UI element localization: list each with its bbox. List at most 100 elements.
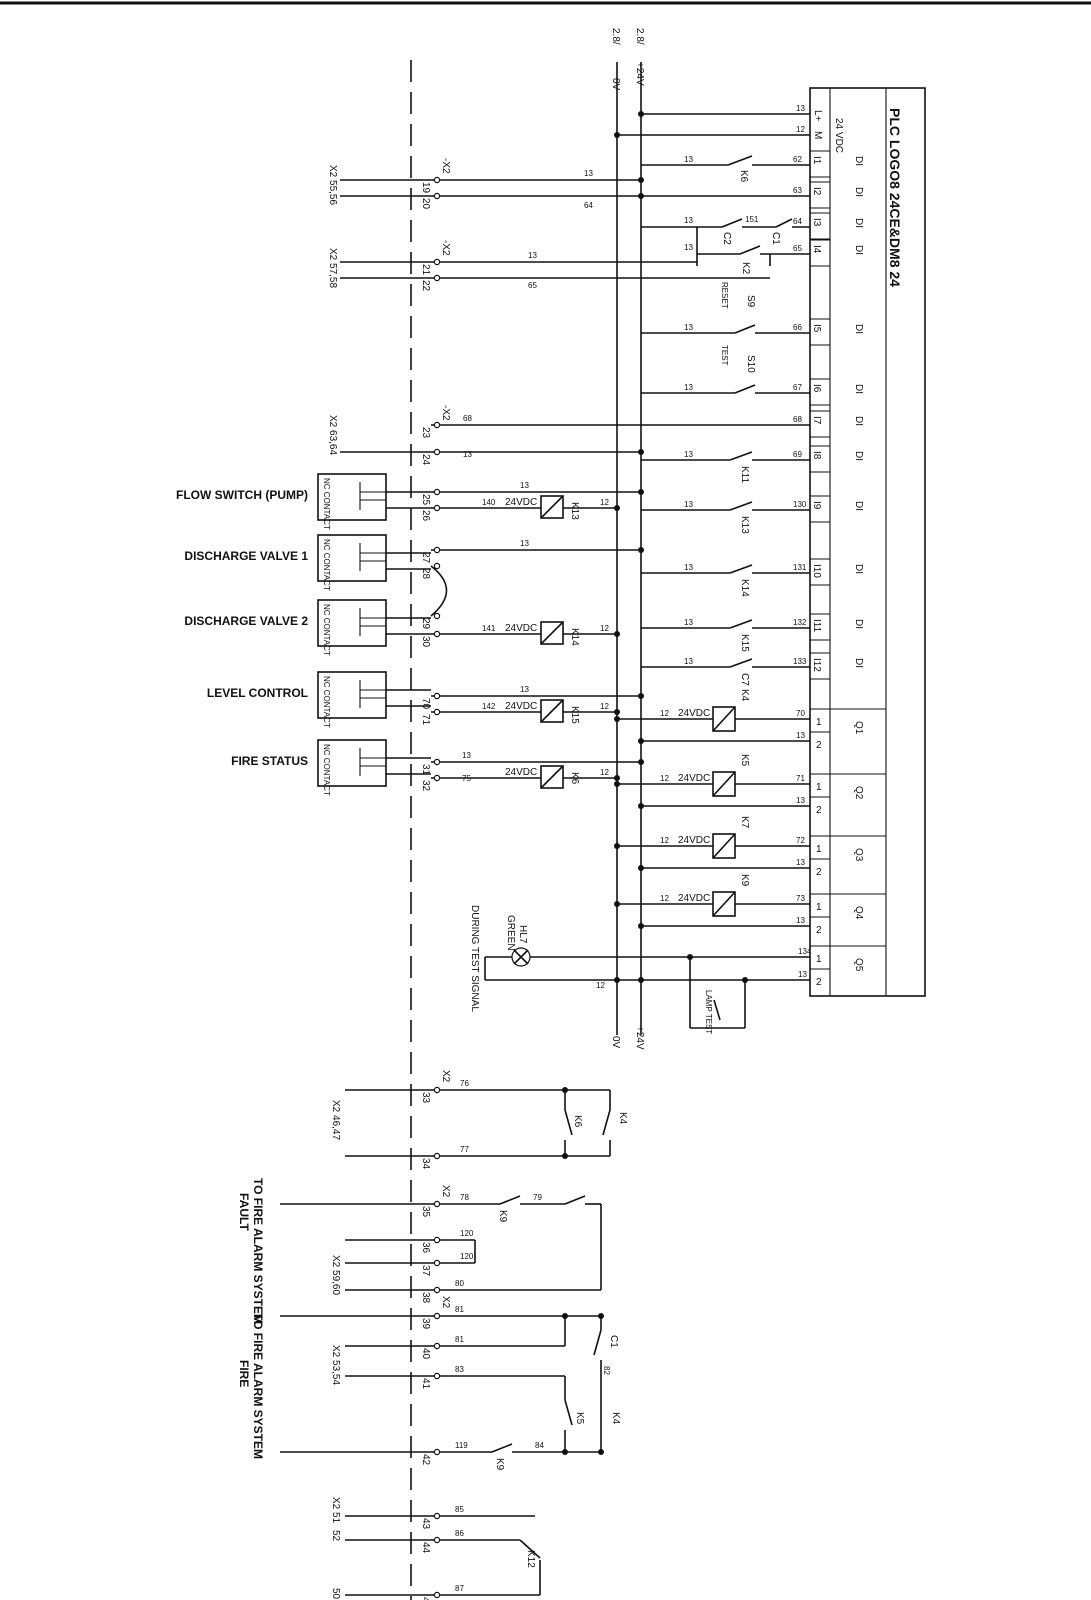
terminal-37: 37 (420, 1259, 441, 1277)
plc-input-type: DI (853, 384, 864, 394)
svg-text:K6: K6 (738, 170, 749, 183)
terminal-71: 71 (420, 708, 441, 726)
svg-text:65: 65 (528, 281, 537, 290)
contact-k15-i11: K15 13 (641, 618, 810, 652)
svg-text:13: 13 (462, 751, 471, 760)
svg-text:C2: C2 (721, 232, 732, 245)
svg-text:36: 36 (420, 1242, 431, 1254)
svg-text:73: 73 (796, 894, 805, 903)
svg-text:34: 34 (420, 1158, 431, 1170)
plc-input-term: I11 (811, 619, 822, 633)
terminal-strip-x2: 1920212223242526272829307071313233343536… (420, 176, 441, 1600)
svg-text:13: 13 (684, 618, 693, 627)
svg-text:38: 38 (420, 1292, 431, 1304)
svg-text:13: 13 (798, 970, 807, 979)
svg-text:X2: X2 (440, 1070, 451, 1083)
svg-text:86: 86 (455, 1529, 464, 1538)
svg-text:K4: K4 (739, 689, 750, 702)
svg-text:-X2: -X2 (440, 158, 451, 174)
rail-0v-label-bottom: 0V (610, 1036, 621, 1049)
plc-input-term: I6 (811, 384, 822, 393)
svg-text:NC CONTACT: NC CONTACT (322, 604, 331, 656)
svg-text:K9: K9 (497, 1210, 508, 1223)
svg-text:70: 70 (796, 709, 805, 718)
plc-input-type: DI (853, 501, 864, 511)
svg-text:1: 1 (816, 782, 822, 793)
wire-no: 12 (796, 125, 805, 134)
svg-text:77: 77 (460, 1145, 469, 1154)
terminal-41: 41 (420, 1372, 441, 1390)
svg-text:78: 78 (460, 1193, 469, 1202)
svg-text:2: 2 (816, 977, 822, 988)
rail-24v-label: +24V (634, 62, 645, 86)
svg-text:87: 87 (455, 1584, 464, 1593)
svg-text:X2: X2 (440, 1296, 451, 1309)
svg-text:X2: X2 (440, 1185, 451, 1198)
plc-input-term: I1 (811, 156, 822, 165)
plc-input-type: DI (853, 619, 864, 629)
svg-text:40: 40 (420, 1348, 431, 1360)
svg-text:K11: K11 (739, 466, 750, 483)
svg-text:GREEN: GREEN (505, 915, 516, 951)
plc-input-term: I10 (811, 564, 822, 578)
svg-text:1: 1 (816, 717, 822, 728)
svg-text:FAULT: FAULT (237, 1193, 251, 1231)
terminal-24: 24 (420, 448, 441, 466)
contact-k6-i1: K6 13 (641, 155, 810, 183)
terminal-33: 33 (420, 1086, 441, 1104)
terminal-22: 22 (420, 274, 441, 292)
svg-text:K15: K15 (739, 634, 750, 652)
rail-24v-label-bottom: +24V (634, 1026, 645, 1050)
svg-text:HL7: HL7 (517, 925, 528, 944)
svg-text:13: 13 (796, 731, 805, 740)
plc-supply-label: 24 VDC (833, 118, 844, 153)
svg-text:12: 12 (600, 498, 609, 507)
plc-input-term: I12 (811, 658, 822, 672)
svg-text:27: 27 (420, 552, 431, 564)
svg-text:12: 12 (600, 702, 609, 711)
plc-input-type: DI (853, 218, 864, 228)
svg-text:K2: K2 (740, 262, 751, 275)
svg-text:K14: K14 (569, 628, 580, 646)
svg-text:RESET: RESET (720, 282, 729, 309)
svg-text:29: 29 (420, 618, 431, 630)
svg-text:20: 20 (420, 198, 431, 210)
svg-text:79: 79 (533, 1193, 542, 1202)
svg-text:119: 119 (455, 1441, 468, 1450)
svg-text:K13: K13 (569, 502, 580, 520)
plc-input-term: I2 (811, 187, 822, 196)
terminal-25: 25 (420, 488, 441, 506)
svg-text:K15: K15 (569, 706, 580, 724)
svg-text:81: 81 (455, 1305, 464, 1314)
plc-output-name: Q5 (853, 958, 864, 972)
svg-text:TEST: TEST (720, 345, 729, 366)
svg-text:K5: K5 (574, 1412, 585, 1425)
terminal-44: 44 (420, 1536, 441, 1554)
svg-text:K5: K5 (739, 754, 750, 767)
svg-text:151: 151 (745, 215, 759, 224)
terminal-45: 45 (420, 1591, 441, 1600)
svg-text:X2 63,64: X2 63,64 (327, 415, 338, 455)
terminal-30: 30 (420, 630, 441, 648)
svg-text:71: 71 (796, 774, 805, 783)
terminal-20: 20 (420, 192, 441, 210)
svg-text:LAMP TEST: LAMP TEST (704, 990, 713, 1034)
pushbutton-s9-reset: S9 RESET 13 (641, 282, 810, 334)
svg-text:TO FIRE ALARM SYSTEM: TO FIRE ALARM SYSTEM (251, 1178, 265, 1324)
svg-text:32: 32 (420, 780, 431, 792)
plc-input-type: DI (853, 658, 864, 668)
svg-text:2: 2 (816, 805, 822, 816)
svg-text:24VDC: 24VDC (505, 701, 537, 712)
